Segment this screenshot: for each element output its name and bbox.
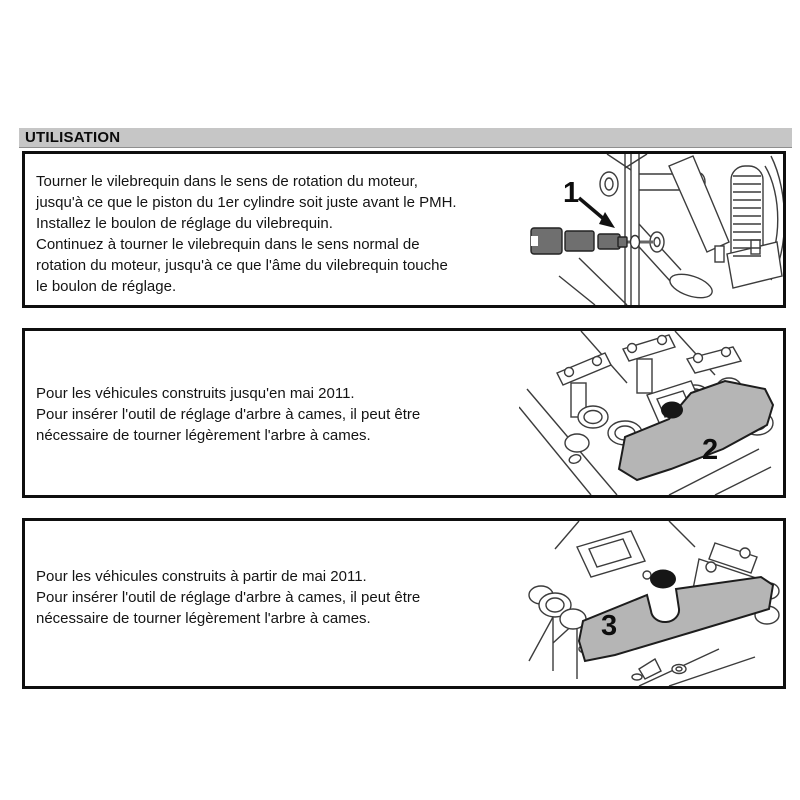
text-line: jusqu'à ce que le piston du 1er cylindre… — [36, 194, 457, 211]
text-line: le boulon de réglage. — [36, 278, 177, 295]
crankshaft-setting-bolt-figure: 1 — [519, 154, 783, 305]
callout-arrow-icon — [577, 196, 607, 222]
text-line: Continuez à tourner le vilebrequin dans … — [36, 236, 420, 253]
text-line: nécessaire de tourner légèrement l'arbre… — [36, 427, 371, 444]
instruction-text-block: Pour les véhicules construits à partir d… — [36, 566, 516, 629]
crankshaft-setting-bolt-tool — [530, 227, 653, 255]
text-line: Pour les véhicules construits jusqu'en m… — [36, 385, 355, 402]
camshaft-tool-post-2011-figure: 3 — [519, 521, 783, 686]
section-header-bar: UTILISATION — [19, 128, 792, 148]
section-header-title: UTILISATION — [25, 129, 121, 146]
instruction-text-block: Tourner le vilebrequin dans le sens de r… — [36, 171, 516, 297]
figure-1-label: 1 — [563, 177, 579, 209]
text-line: Installez le boulon de réglage du vilebr… — [36, 215, 333, 232]
camshaft-setting-tool-post-may-2011-diagram: 3 — [528, 521, 780, 686]
crankshaft-setting-bolt-diagram: 1 — [530, 154, 783, 305]
text-line: Tourner le vilebrequin dans le sens de r… — [36, 173, 418, 190]
text-line: Pour les véhicules construits à partir d… — [36, 568, 367, 585]
gear-teeth — [733, 175, 761, 257]
camshaft-tool-pre-2011-figure: 2 — [519, 331, 783, 495]
text-line: rotation du moteur, jusqu'à ce que l'âme… — [36, 257, 448, 274]
instruction-text-block: Pour les véhicules construits jusqu'en m… — [36, 383, 516, 446]
instruction-panel-crankshaft: Tourner le vilebrequin dans le sens de r… — [22, 151, 786, 308]
instruction-panel-camshaft-post-2011: Pour les véhicules construits à partir d… — [22, 518, 786, 689]
camshaft-locking-plate-tool — [617, 379, 775, 482]
washer-icon — [599, 171, 619, 197]
text-line: Pour insérer l'outil de réglage d'arbre … — [36, 589, 421, 606]
camshaft-locking-plate-tool — [577, 575, 775, 663]
figure-2-label: 2 — [702, 434, 718, 466]
instruction-panel-camshaft-pre-2011: Pour les véhicules construits jusqu'en m… — [22, 328, 786, 498]
camshaft-setting-tool-pre-may-2011-diagram: 2 — [519, 331, 775, 495]
locating-stud-dot — [650, 569, 676, 589]
figure-3-label: 3 — [601, 610, 617, 642]
text-line: Pour insérer l'outil de réglage d'arbre … — [36, 406, 421, 423]
text-line: nécessaire de tourner légèrement l'arbre… — [36, 610, 371, 627]
locating-stud-dot — [661, 401, 683, 419]
